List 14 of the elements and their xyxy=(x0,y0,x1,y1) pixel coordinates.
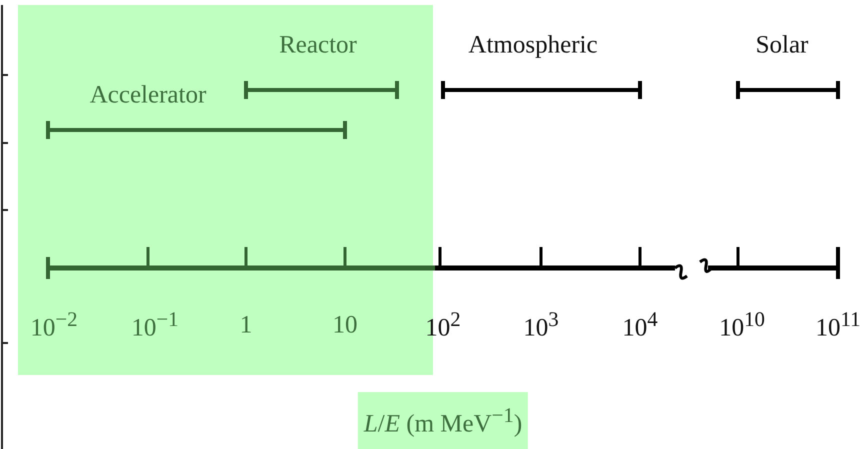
tick-label: 10$^{2}$ xyxy=(425,308,461,342)
tick-label: 1 xyxy=(240,311,252,339)
tick-label: 10$^{−2}$ xyxy=(30,308,78,342)
range-label: Solar xyxy=(756,31,808,59)
range-label: Reactor xyxy=(279,31,357,59)
range-label: Atmospheric xyxy=(468,31,598,59)
axis-title: L/E (m MeV$^{−1}$) xyxy=(358,392,528,449)
tick-label: 10$^{3}$ xyxy=(523,308,559,342)
tick-label: 10$^{4}$ xyxy=(622,308,658,342)
tick-label: 10$^{−1}$ xyxy=(131,308,179,342)
tick-label: 10$^{11}$ xyxy=(815,308,861,342)
tick-label: 10$^{10}$ xyxy=(719,308,765,342)
range-label: Accelerator xyxy=(90,81,206,109)
tick-label: 10 xyxy=(332,311,358,339)
